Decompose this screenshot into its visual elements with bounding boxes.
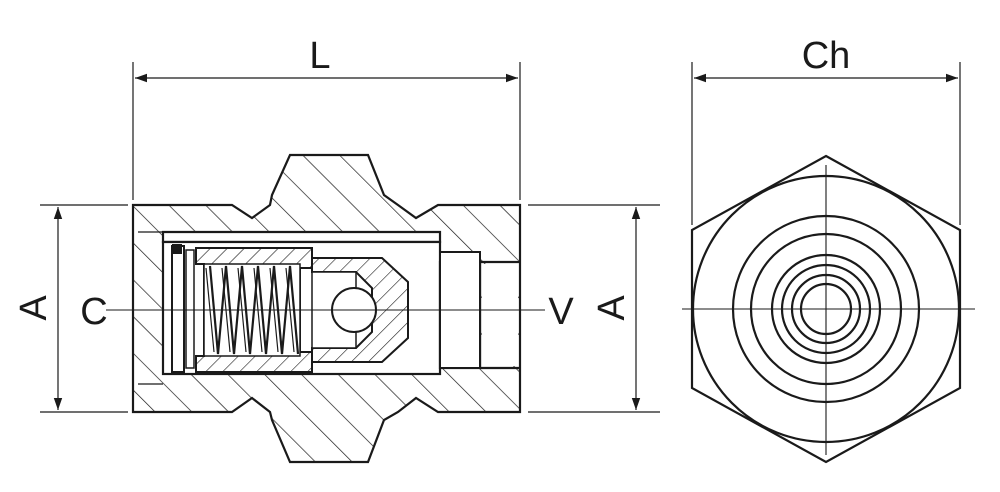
- diameter-label-left: A: [13, 295, 55, 321]
- inner-bore: [161, 230, 442, 244]
- length-label: L: [309, 35, 330, 77]
- diameter-label-right: A: [591, 295, 633, 321]
- outlet-label: V: [548, 291, 574, 333]
- across-flats-dimension: Ch: [691, 35, 961, 225]
- end-view: [682, 154, 975, 464]
- diameter-dimension-left: A: [13, 204, 128, 413]
- length-dimension: L: [132, 35, 521, 200]
- inlet-label: C: [80, 291, 107, 333]
- retaining-ring: [171, 245, 185, 373]
- diameter-dimension-right: A: [528, 204, 660, 413]
- section-view: [106, 153, 545, 464]
- hex-outline: [690, 154, 962, 464]
- across-flats-label: Ch: [802, 35, 851, 77]
